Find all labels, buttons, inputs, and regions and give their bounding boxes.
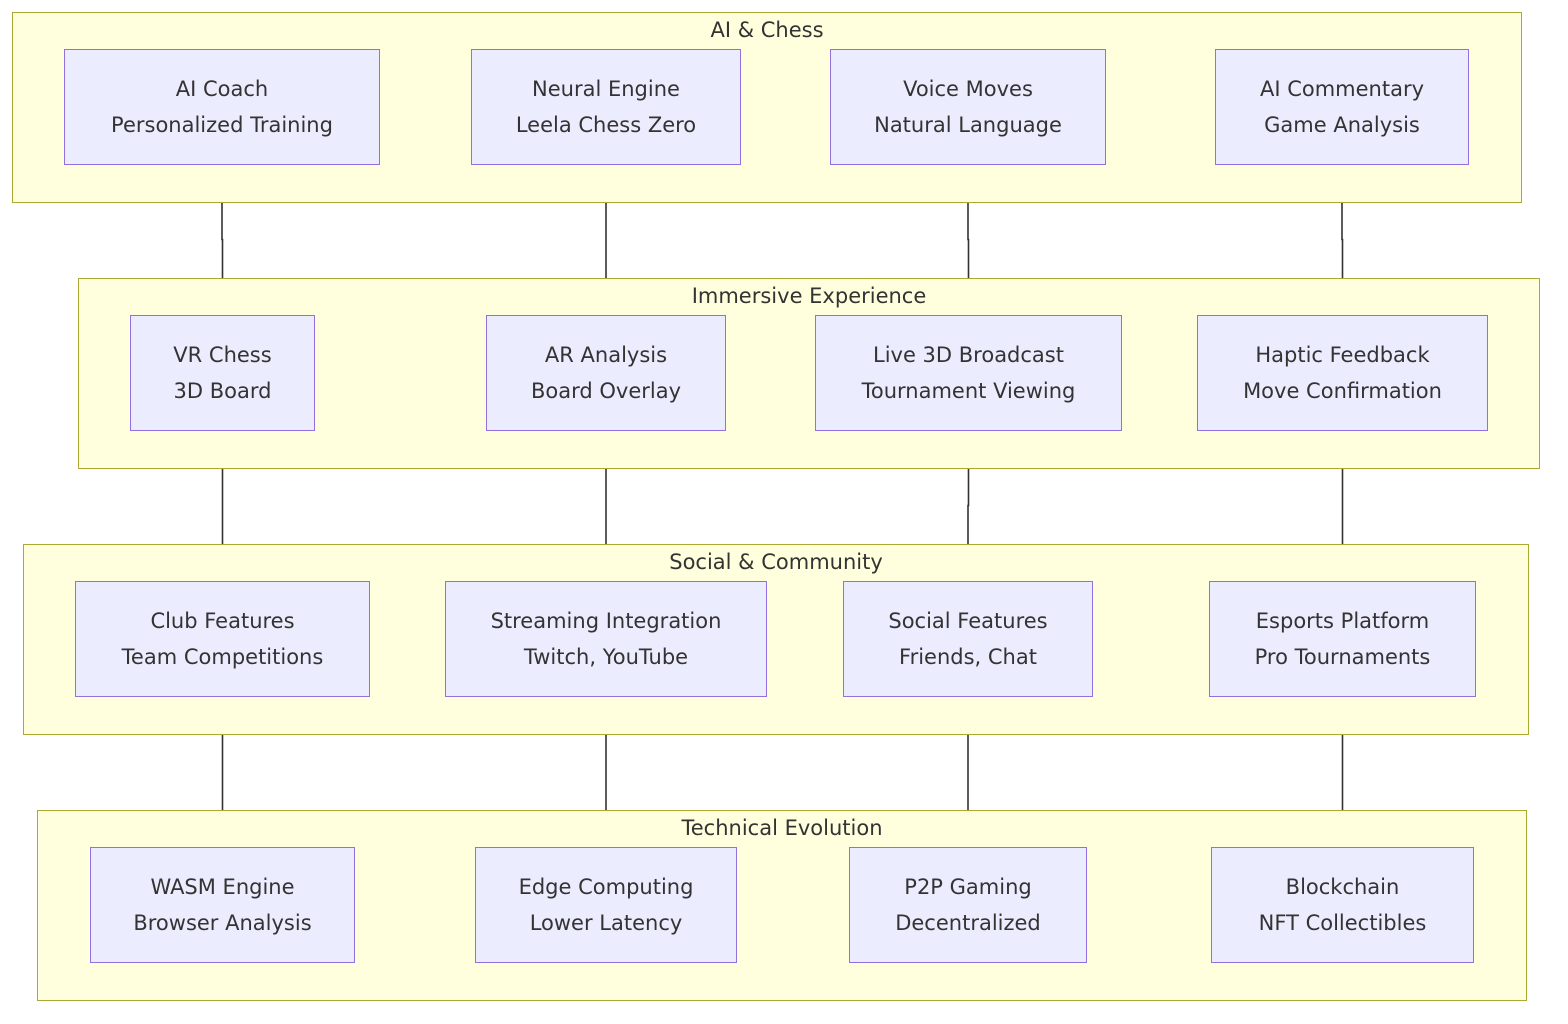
node-subtitle: Decentralized: [895, 911, 1041, 935]
node-subtitle: Lower Latency: [529, 911, 683, 935]
node-title: Edge Computing: [518, 875, 694, 899]
node-subtitle: Pro Tournaments: [1254, 645, 1431, 669]
node-title: Haptic Feedback: [1255, 343, 1430, 367]
node-neural-engine[interactable]: Neural Engine Leela Chess Zero: [471, 49, 741, 165]
node-subtitle: Move Confirmation: [1243, 379, 1442, 403]
node-title: AI Commentary: [1259, 77, 1425, 101]
node-title: Club Features: [150, 609, 295, 633]
node-subtitle: Twitch, YouTube: [523, 645, 689, 669]
node-title: Streaming Integration: [490, 609, 722, 633]
node-ar-analysis[interactable]: AR Analysis Board Overlay: [486, 315, 726, 431]
node-title: P2P Gaming: [904, 875, 1032, 899]
node-title: VR Chess: [173, 343, 272, 367]
node-title: Social Features: [888, 609, 1048, 633]
node-subtitle: Browser Analysis: [133, 911, 312, 935]
node-streaming-integration[interactable]: Streaming Integration Twitch, YouTube: [445, 581, 767, 697]
node-ai-coach[interactable]: AI Coach Personalized Training: [64, 49, 380, 165]
node-title: Neural Engine: [532, 77, 680, 101]
node-title: AI Coach: [175, 77, 269, 101]
node-edge-computing[interactable]: Edge Computing Lower Latency: [475, 847, 737, 963]
cluster-title: Social & Community: [669, 550, 883, 574]
node-subtitle: Board Overlay: [530, 379, 682, 403]
node-subtitle: Personalized Training: [111, 113, 333, 137]
node-subtitle: Natural Language: [874, 113, 1062, 137]
cluster-title: Immersive Experience: [691, 284, 927, 308]
node-subtitle: Friends, Chat: [899, 645, 1037, 669]
node-club-features[interactable]: Club Features Team Competitions: [75, 581, 370, 697]
node-social-features[interactable]: Social Features Friends, Chat: [843, 581, 1093, 697]
node-title: Esports Platform: [1255, 609, 1430, 633]
node-blockchain[interactable]: Blockchain NFT Collectibles: [1211, 847, 1474, 963]
node-haptic-feedback[interactable]: Haptic Feedback Move Confirmation: [1197, 315, 1488, 431]
node-live-3d-broadcast[interactable]: Live 3D Broadcast Tournament Viewing: [815, 315, 1122, 431]
node-p2p-gaming[interactable]: P2P Gaming Decentralized: [849, 847, 1087, 963]
node-subtitle: Game Analysis: [1264, 113, 1420, 137]
node-voice-moves[interactable]: Voice Moves Natural Language: [830, 49, 1106, 165]
node-title: Voice Moves: [903, 77, 1033, 101]
node-wasm-engine[interactable]: WASM Engine Browser Analysis: [90, 847, 355, 963]
node-title: AR Analysis: [544, 343, 668, 367]
node-title: Live 3D Broadcast: [873, 343, 1064, 367]
node-subtitle: Team Competitions: [121, 645, 324, 669]
cluster-title: Technical Evolution: [681, 816, 883, 840]
node-subtitle: NFT Collectibles: [1258, 911, 1427, 935]
node-subtitle: Tournament Viewing: [861, 379, 1076, 403]
node-subtitle: 3D Board: [173, 379, 272, 403]
node-title: Blockchain: [1285, 875, 1400, 899]
node-vr-chess[interactable]: VR Chess 3D Board: [130, 315, 315, 431]
node-title: WASM Engine: [150, 875, 295, 899]
node-subtitle: Leela Chess Zero: [515, 113, 697, 137]
node-esports-platform[interactable]: Esports Platform Pro Tournaments: [1209, 581, 1476, 697]
cluster-title: AI & Chess: [710, 18, 824, 42]
node-ai-commentary[interactable]: AI Commentary Game Analysis: [1215, 49, 1469, 165]
